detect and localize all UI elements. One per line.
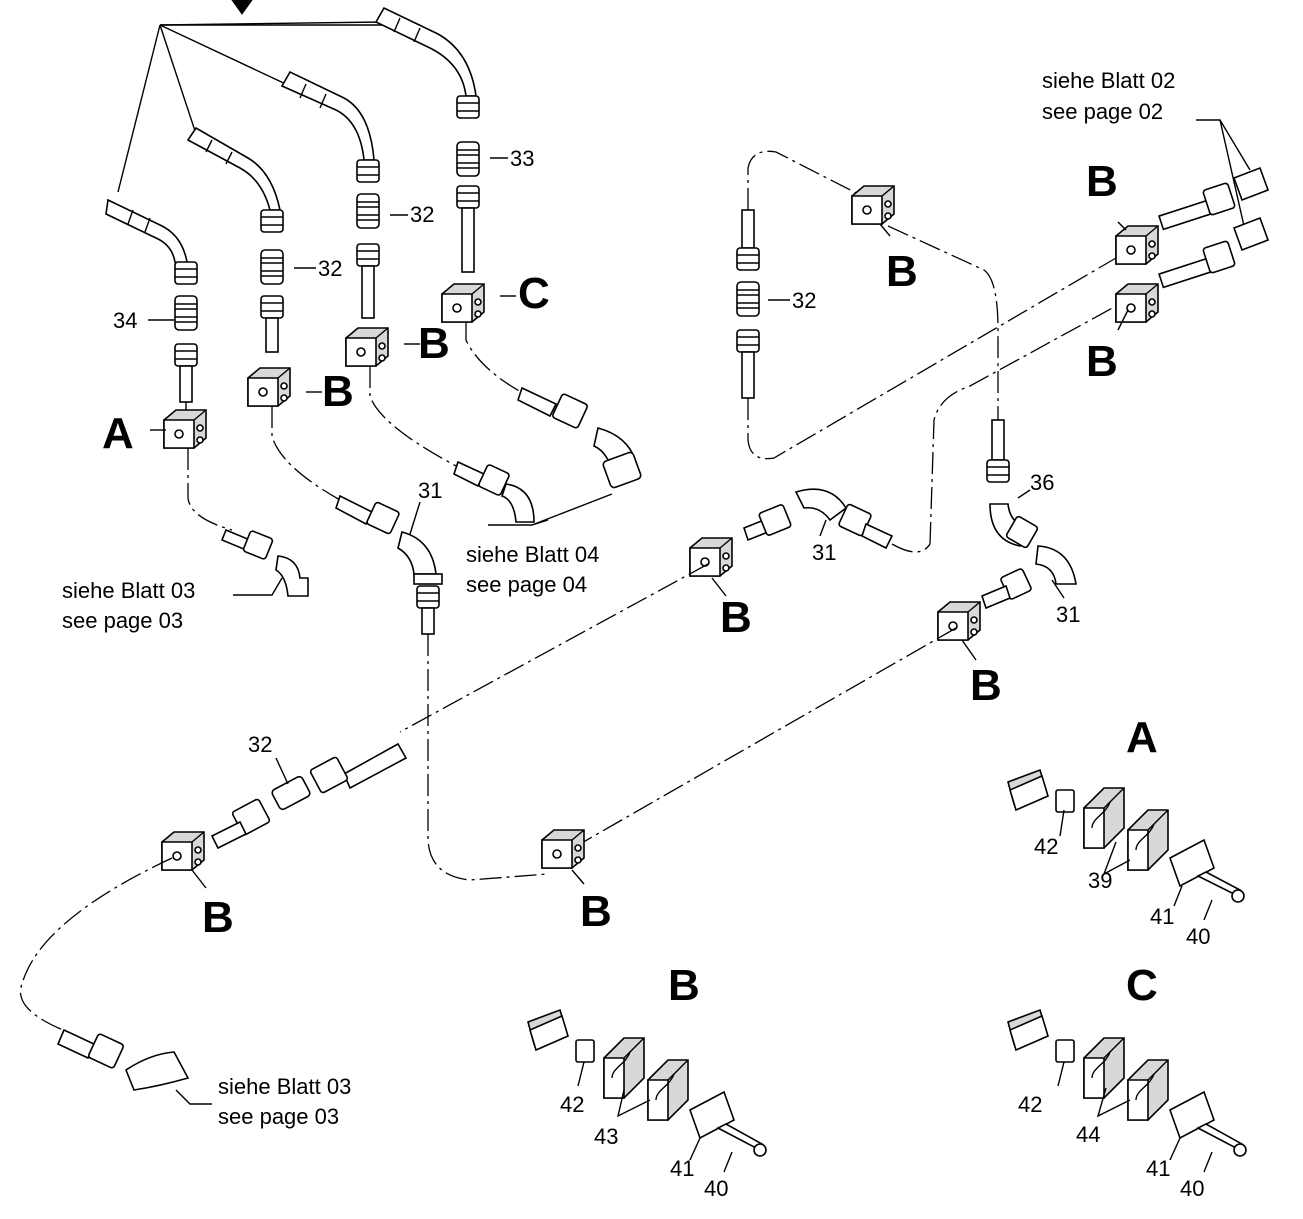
fittings-column-32d bbox=[210, 742, 408, 850]
reference-blatt-04: siehe Blatt 04 bbox=[466, 542, 599, 567]
part-number-36: 36 bbox=[1030, 470, 1054, 495]
hose-leader-lines bbox=[117, 0, 388, 193]
clamp-label-b: B bbox=[322, 367, 354, 416]
detail-c-number-42: 42 bbox=[1018, 1092, 1042, 1117]
detail-b-number-41: 41 bbox=[670, 1156, 694, 1181]
clamp-label-b: B bbox=[1086, 157, 1118, 206]
part-number-32: 32 bbox=[318, 256, 342, 281]
hose-1 bbox=[105, 198, 188, 269]
reference-page-02: see page 02 bbox=[1042, 99, 1163, 124]
clamp-label-b: B bbox=[1086, 337, 1118, 386]
part-number-31: 31 bbox=[418, 478, 442, 503]
fitting-to-page03-b bbox=[56, 1028, 190, 1091]
part-number-32: 32 bbox=[410, 202, 434, 227]
reference-page-03: see page 03 bbox=[62, 608, 183, 633]
detail-title-c: C bbox=[1126, 961, 1158, 1010]
clamp-block-b-2 bbox=[345, 327, 389, 367]
fitting-31b bbox=[743, 488, 894, 550]
part-number-31: 31 bbox=[1056, 602, 1080, 627]
detail-a-number-42: 42 bbox=[1034, 834, 1058, 859]
clamp-block-b-8 bbox=[161, 831, 205, 871]
hose-4 bbox=[374, 6, 477, 97]
clamp-label-b: B bbox=[202, 893, 234, 942]
hose-2 bbox=[186, 126, 281, 211]
detail-title-b: B bbox=[668, 961, 700, 1010]
reference-page-04: see page 04 bbox=[466, 572, 587, 597]
detail-a bbox=[1007, 768, 1245, 921]
clamp-block-b-9 bbox=[541, 829, 585, 869]
clamp-label-b: B bbox=[580, 887, 612, 936]
part-number-32: 32 bbox=[792, 288, 816, 313]
detail-b-number-42: 42 bbox=[560, 1092, 584, 1117]
clamp-block-b-3 bbox=[851, 185, 895, 225]
detail-a-number-39: 39 bbox=[1088, 868, 1112, 893]
detail-c bbox=[1007, 1008, 1247, 1173]
clamp-block-a bbox=[163, 409, 207, 449]
clamp-block-b-1 bbox=[247, 367, 291, 407]
fitting-31a bbox=[335, 494, 443, 635]
detail-b bbox=[527, 1008, 767, 1173]
detail-a-number-40: 40 bbox=[1186, 924, 1210, 949]
detail-a-number-41: 41 bbox=[1150, 904, 1174, 929]
fittings-to-page02 bbox=[1158, 166, 1270, 289]
fitting-36 bbox=[986, 419, 1039, 549]
reference-page-03: see page 03 bbox=[218, 1104, 339, 1129]
detail-c-number-44: 44 bbox=[1076, 1122, 1100, 1147]
clamp-label-b: B bbox=[886, 247, 918, 296]
clamp-label-b: B bbox=[720, 593, 752, 642]
part-number-33: 33 bbox=[510, 146, 534, 171]
part-number-34: 34 bbox=[113, 308, 137, 333]
part-number-32: 32 bbox=[248, 732, 272, 757]
hose-3 bbox=[280, 70, 375, 161]
fitting-to-page04-b bbox=[517, 386, 642, 489]
detail-c-number-41: 41 bbox=[1146, 1156, 1170, 1181]
detail-b-number-40: 40 bbox=[704, 1176, 728, 1201]
detail-b-number-43: 43 bbox=[594, 1124, 618, 1149]
clamp-block-c bbox=[441, 283, 485, 323]
clamp-label-b: B bbox=[418, 319, 450, 368]
detail-title-a: A bbox=[1126, 713, 1158, 762]
clamp-block-b-4 bbox=[1115, 225, 1159, 265]
fitting-to-page04-a bbox=[453, 460, 535, 523]
fitting-to-page03-a bbox=[220, 528, 309, 597]
clamp-label-b: B bbox=[970, 661, 1002, 710]
reference-blatt-03: siehe Blatt 03 bbox=[62, 578, 195, 603]
reference-blatt-02: siehe Blatt 02 bbox=[1042, 68, 1175, 93]
fittings-column-32c bbox=[736, 209, 760, 399]
clamp-label-c: C bbox=[518, 269, 550, 318]
clamp-label-a: A bbox=[102, 409, 134, 458]
fitting-31c bbox=[981, 545, 1077, 610]
reference-blatt-03: siehe Blatt 03 bbox=[218, 1074, 351, 1099]
fittings-column-34 bbox=[174, 261, 198, 412]
detail-c-number-40: 40 bbox=[1180, 1176, 1204, 1201]
fittings-column-32b bbox=[356, 159, 380, 319]
fittings-column-32a bbox=[260, 209, 284, 353]
part-number-31: 31 bbox=[812, 540, 836, 565]
fittings-column-33 bbox=[456, 95, 480, 273]
clamp-block-b-5 bbox=[1115, 283, 1159, 323]
